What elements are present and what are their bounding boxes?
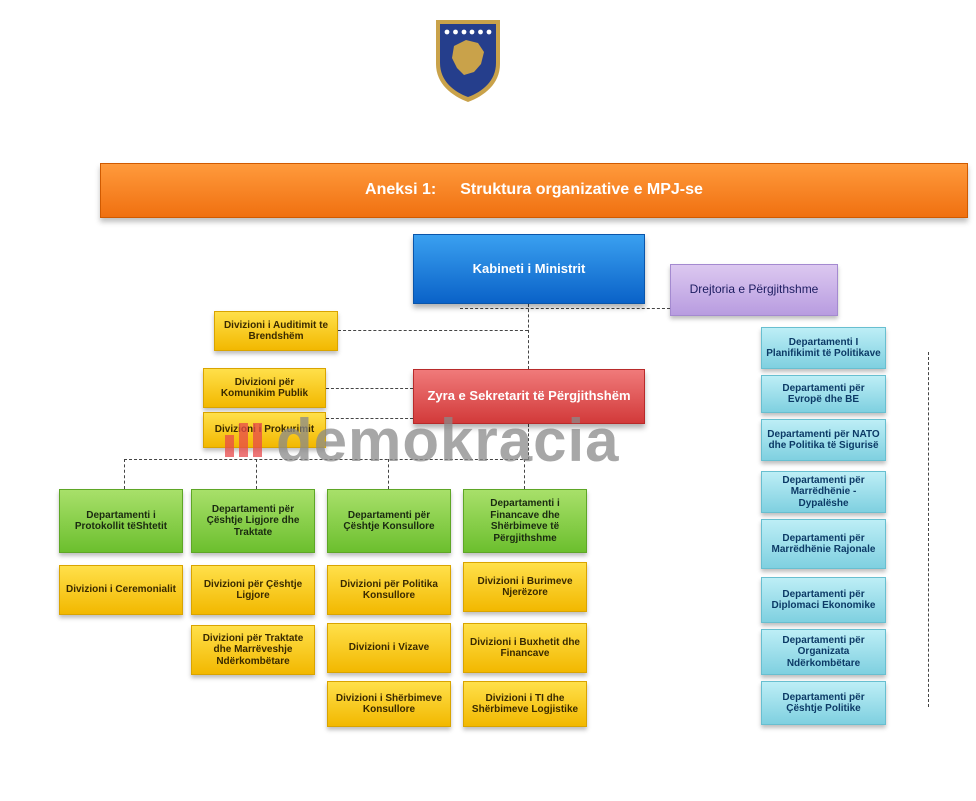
box-zyra-sekretarit: Zyra e Sekretarit të Përgjithshëm bbox=[413, 369, 645, 424]
title-banner: Aneksi 1: Struktura organizative e MPJ-s… bbox=[100, 163, 968, 218]
box-dept-protokollit: Departamenti i Protokollit tëShtetit bbox=[59, 489, 183, 553]
box-dept-diplomaci-ekonomike: Departamenti për Diplomaci Ekonomike bbox=[761, 577, 886, 623]
box-div-ceremonialit: Divizioni i Ceremonialit bbox=[59, 565, 183, 615]
box-div-vizave: Divizioni i Vizave bbox=[327, 623, 451, 673]
box-div-buxhetit: Divizioni i Buxhetit dhe Financave bbox=[463, 623, 587, 673]
connector-zyra-departments bbox=[528, 424, 529, 460]
box-div-sherbimeve-konsullore: Divizioni i Shërbimeve Konsullore bbox=[327, 681, 451, 727]
box-dept-konsullore: Departamenti për Çështje Konsullore bbox=[327, 489, 451, 553]
box-dept-organizata: Departamenti për Organizata Ndërkombëtar… bbox=[761, 629, 886, 675]
connector-auditimit bbox=[338, 330, 528, 331]
box-dept-dypaleshe: Departamenti për Marrëdhënie - Dypalëshe bbox=[761, 471, 886, 513]
connector-col4 bbox=[524, 459, 525, 489]
connector-kabineti-drejtoria bbox=[460, 308, 670, 309]
box-div-traktate: Divizioni për Traktate dhe Marrëveshje N… bbox=[191, 625, 315, 675]
box-dept-planifikimit: Departamenti I Planifikimit të Politikav… bbox=[761, 327, 886, 369]
connector-col3 bbox=[388, 459, 389, 489]
box-dept-rajonale: Departamenti për Marrëdhënie Rajonale bbox=[761, 519, 886, 569]
box-dept-financave: Departamenti i Financave dhe Shërbimeve … bbox=[463, 489, 587, 553]
box-divizioni-auditimit: Divizioni i Auditimit te Brendshëm bbox=[214, 311, 338, 351]
box-dept-nato: Departamenti për NATO dhe Politika të Si… bbox=[761, 419, 886, 461]
box-kabineti-ministrit: Kabineti i Ministrit bbox=[413, 234, 645, 304]
box-dept-ceshtje-politike: Departamenti për Çështje Politike bbox=[761, 681, 886, 725]
connector-komunikim bbox=[326, 388, 413, 389]
banner-title: Struktura organizative e MPJ-se bbox=[460, 181, 703, 199]
connector-prokurimit bbox=[326, 418, 413, 419]
connector-col2 bbox=[256, 459, 257, 489]
connector-col1 bbox=[124, 459, 125, 489]
box-dept-ceshtje-ligjore: Departamenti për Çështje Ligjore dhe Tra… bbox=[191, 489, 315, 553]
coat-of-arms-icon bbox=[436, 20, 500, 102]
box-drejtoria-pergjithshme: Drejtoria e Përgjithshme bbox=[670, 264, 838, 316]
banner-prefix: Aneksi 1: bbox=[365, 181, 437, 199]
box-div-ceshtje-ligjore: Divizioni për Çështje Ligjore bbox=[191, 565, 315, 615]
box-divizioni-prokurimit: Divizioni i Prokurimit bbox=[203, 412, 326, 448]
box-div-burimeve-njerezore: Divizioni i Burimeve Njerëzore bbox=[463, 562, 587, 612]
box-dept-evrope-be: Departamenti për Evropë dhe BE bbox=[761, 375, 886, 413]
box-div-politika-konsullore: Divizioni për Politika Konsullore bbox=[327, 565, 451, 615]
box-divizioni-komunikim: Divizioni për Komunikim Publik bbox=[203, 368, 326, 408]
box-div-ti-logjistike: Divizioni i TI dhe Shërbimeve Logjistike bbox=[463, 681, 587, 727]
connector-departments-bar bbox=[124, 459, 528, 460]
connector-kabineti-zyra bbox=[528, 304, 529, 369]
connector-right-departments bbox=[928, 352, 929, 707]
